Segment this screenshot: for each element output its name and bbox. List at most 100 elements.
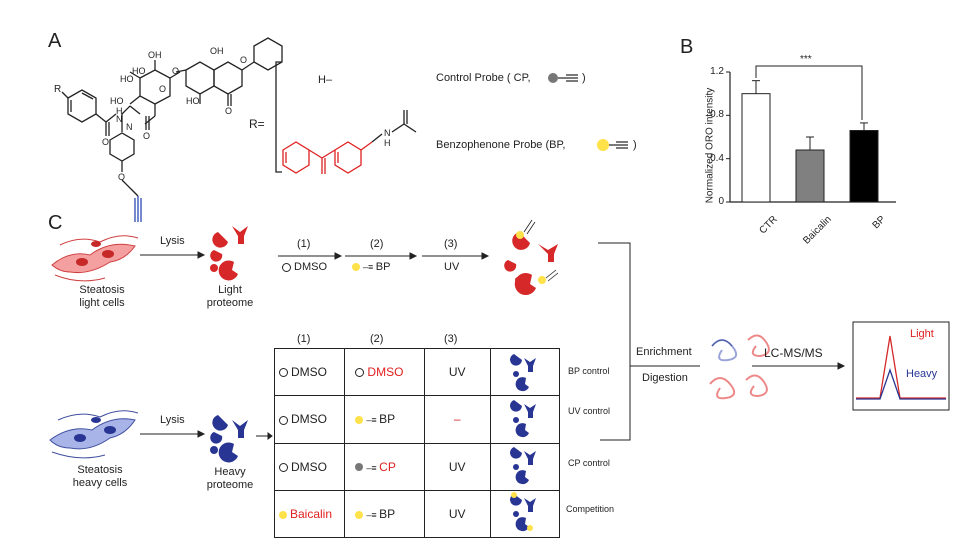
- table-row: DMSO –≡ CP UV: [273, 442, 561, 491]
- y-ticks: [726, 71, 730, 203]
- arrows: [140, 251, 846, 440]
- atom-label: HO: [120, 74, 134, 84]
- significance-stars: ***: [800, 54, 812, 65]
- bp-text: BP: [375, 261, 391, 273]
- table-cell: UV: [423, 347, 491, 397]
- row-label: BP control: [568, 366, 610, 376]
- top-step-uv: UV: [444, 261, 460, 273]
- table-cell: –≡ BP: [344, 395, 425, 444]
- atom-label: H: [384, 138, 391, 148]
- amide-linker: [371, 110, 417, 143]
- significance-bracket: [755, 65, 863, 120]
- top-step-bp: –≡ BP: [352, 261, 390, 273]
- light-trace-label: Light: [910, 328, 934, 340]
- alkyne-glyph: –≡: [363, 262, 376, 272]
- table-row: Baicalin –≡ BP UV: [273, 489, 561, 539]
- atom-label: N: [384, 128, 391, 138]
- atom-label: O: [118, 172, 126, 182]
- table-row: DMSO DMSO UV: [273, 347, 561, 397]
- yellow-dot-icon: [352, 263, 360, 272]
- cell-text: BP: [379, 506, 396, 521]
- atom-label: OH: [148, 50, 162, 60]
- empty-circle-icon: [282, 262, 291, 272]
- y-tick-label: 0.4: [710, 152, 724, 164]
- lysis-label-bottom: Lysis: [160, 414, 185, 426]
- labelled-proteome-icon: [504, 232, 558, 296]
- benzophenone-structure: [282, 141, 373, 174]
- light-trace: [856, 335, 946, 399]
- condition-table: DMSO DMSO UV DMSO –≡ BP – DMSO –≡ CP UV …: [273, 347, 561, 539]
- row-label: CP control: [568, 458, 610, 468]
- atom-label: HO: [110, 96, 124, 106]
- close-paren: ): [633, 139, 637, 151]
- light-proteome-icon: [210, 226, 248, 281]
- atom-label: N: [116, 114, 123, 124]
- row-label: UV control: [568, 406, 611, 416]
- empty-circle-icon: [355, 368, 365, 378]
- bars: [741, 80, 879, 203]
- heavy-cells-illustration: [49, 410, 139, 459]
- cell-text: BP: [379, 412, 396, 427]
- table-cell: DMSO: [273, 395, 346, 444]
- ms-spectrum: [852, 321, 950, 411]
- cell-text: DMSO: [291, 459, 327, 474]
- atom-label: O: [225, 106, 233, 116]
- bar-baicalin: [795, 149, 825, 203]
- row-label: Competition: [566, 504, 615, 514]
- yellow-dot-icon: [355, 510, 364, 519]
- h-substituent: H–: [318, 74, 333, 86]
- cell-text: DMSO: [291, 365, 327, 380]
- bar-bp: [849, 130, 879, 203]
- heavy-cells-label: Steatosis heavy cells: [72, 464, 128, 489]
- table-cell: [489, 347, 561, 397]
- atom-label: O: [240, 55, 248, 65]
- y-tick-label: 1.2: [710, 66, 724, 77]
- r-bracket: [275, 61, 282, 173]
- cell-text: Baicalin: [290, 506, 333, 521]
- cell-text: CP: [379, 459, 396, 474]
- y-tick-label: 0: [718, 196, 724, 207]
- table-header-1: (1): [297, 333, 311, 345]
- lcms-label: LC-MS/MS: [764, 346, 823, 360]
- table-header-2: (2): [370, 333, 384, 345]
- table-row: DMSO –≡ BP –: [273, 395, 561, 444]
- heavy-trace: [856, 368, 946, 400]
- dmso-text: DMSO: [294, 261, 327, 273]
- oro-bar-chart: [726, 65, 896, 203]
- table-cell: [489, 395, 561, 444]
- cell-text: DMSO: [291, 412, 327, 427]
- step-3-label: (3): [444, 238, 458, 250]
- table-cell: UV: [423, 489, 491, 539]
- light-cells-label: Steatosis light cells: [79, 284, 125, 309]
- heavy-trace-label: Heavy: [906, 368, 938, 380]
- empty-circle-icon: [279, 368, 288, 378]
- peptide-icons: [709, 334, 770, 400]
- light-cells-illustration: [51, 235, 139, 282]
- atom-label: O: [159, 84, 167, 94]
- yellow-dot-icon: [279, 510, 287, 519]
- alkyne-group: [134, 196, 142, 222]
- lysis-label-top: Lysis: [160, 235, 185, 247]
- table-header-3: (3): [444, 333, 458, 345]
- benzophenone-probe-label: Benzophenone Probe (BP,: [436, 139, 566, 151]
- table-cell: DMSO: [344, 347, 425, 397]
- enrichment-label: Enrichment: [636, 346, 692, 358]
- y-axis-label: Normalized ORO intensity: [704, 87, 716, 204]
- merge-bracket: [598, 242, 700, 441]
- control-probe-label: Control Probe ( CP,: [436, 72, 531, 84]
- top-step-dmso: DMSO: [282, 261, 327, 273]
- atom-label: OH: [210, 46, 224, 56]
- atom-label: N: [126, 122, 133, 132]
- heavy-proteome-icon: [210, 415, 248, 463]
- table-cell: –≡ CP: [344, 442, 425, 491]
- table-cell: –≡ BP: [344, 489, 425, 539]
- table-cell: DMSO: [273, 347, 346, 397]
- step-2-label: (2): [370, 238, 384, 250]
- atom-label: HO: [132, 66, 146, 76]
- label-dot: [516, 231, 524, 239]
- alkyne-glyph: –≡: [366, 509, 380, 520]
- empty-circle-icon: [279, 415, 288, 425]
- gray-dot-icon: [355, 463, 364, 472]
- table-cell: [489, 442, 561, 491]
- empty-circle-icon: [279, 462, 288, 472]
